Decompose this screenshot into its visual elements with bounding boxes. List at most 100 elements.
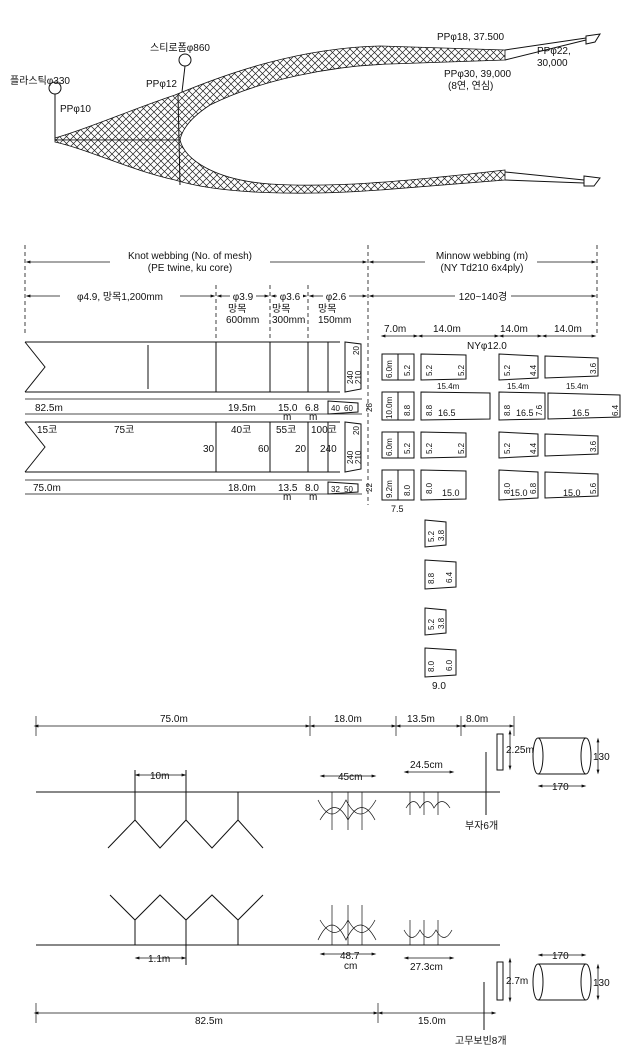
side-27-3cm: 27.3cm xyxy=(410,962,443,973)
r2b-2: 16.5 xyxy=(572,408,590,418)
side-10m: 10m xyxy=(150,771,169,782)
r1-5: 4.4 xyxy=(529,364,538,376)
sp-210-a: 210 xyxy=(354,370,363,384)
towline-lower xyxy=(504,171,585,181)
side-15-0m: 15.0m xyxy=(418,1016,446,1027)
sp-240-a: 240 xyxy=(346,370,355,384)
r4b-2: 15.0 xyxy=(563,488,581,498)
minnow-row-1: 6.0m 5.2 5.2 5.2 5.2 4.4 3.6 xyxy=(381,353,599,381)
r2-1: 8.8 xyxy=(403,404,412,416)
c4-1: 6.0 xyxy=(445,659,454,671)
side-b-170: 170 xyxy=(552,951,569,962)
m-14-c: 14.0m xyxy=(554,324,582,335)
side-1-1m: 1.1m xyxy=(148,954,170,965)
m-14-b: 14.0m xyxy=(500,324,528,335)
side-170: 170 xyxy=(552,782,569,793)
len-18-0: 18.0m xyxy=(228,483,256,494)
net-overview: 플라스틱φ330 PPφ10 스티로폼φ860 PPφ12 PPφ18, 37.… xyxy=(10,32,601,194)
r154-0: 15.4m xyxy=(437,382,460,391)
n-20: 20 xyxy=(295,444,307,455)
seg-phi36: φ3.6 xyxy=(280,292,301,303)
r1-2: 5.2 xyxy=(425,364,434,376)
c3-0: 5.2 xyxy=(427,618,436,630)
r3-6: 3.6 xyxy=(589,440,598,452)
side-75-0: 75.0m xyxy=(160,714,188,725)
m-14-a: 14.0m xyxy=(433,324,461,335)
side-18-0: 18.0m xyxy=(334,714,362,725)
r2-3: 8.8 xyxy=(503,404,512,416)
n-60: 60 xyxy=(258,444,270,455)
len-19-5: 19.5m xyxy=(228,403,256,414)
c1-1: 3.8 xyxy=(437,529,446,541)
r3-1: 5.2 xyxy=(403,442,412,454)
net-plan: Knot webbing (No. of mesh) (PE twine, ku… xyxy=(24,245,621,692)
label-pp30: PPφ30, 39,000 xyxy=(444,69,512,80)
r4-1: 8.0 xyxy=(403,484,412,496)
r2-0: 10.0m xyxy=(385,396,394,419)
side-48-7: 48.7 xyxy=(340,951,360,962)
mesh-300: 300mm xyxy=(272,315,305,326)
label-pp10: PPφ10 xyxy=(60,104,91,115)
r2-5: 6.4 xyxy=(611,404,620,416)
r4b-0: 15.0 xyxy=(442,488,460,498)
r1-4: 5.2 xyxy=(503,364,512,376)
r154-2: 15.4m xyxy=(566,382,589,391)
side-buoy-count: 부자6개 xyxy=(465,820,498,832)
m-7-0: 7.0m xyxy=(384,324,406,335)
unit-m-c: m xyxy=(283,492,291,503)
side-2-25m: 2.25m xyxy=(506,745,534,756)
r3-0: 6.0m xyxy=(385,438,394,456)
r1-3: 5.2 xyxy=(457,364,466,376)
c1-0: 5.2 xyxy=(427,530,436,542)
side-13-5: 13.5m xyxy=(407,714,435,725)
r1-6: 3.6 xyxy=(589,362,598,374)
len-8-0: 8.0 xyxy=(305,483,319,494)
c4b: 9.0 xyxy=(432,681,446,692)
side-8-0: 8.0m xyxy=(466,714,488,725)
mesh-150: 150mm xyxy=(318,315,351,326)
label-pp22: PPφ22, xyxy=(537,46,571,57)
c4-0: 8.0 xyxy=(427,660,436,672)
otter-board-lower xyxy=(583,175,601,187)
r4-5: 5.6 xyxy=(589,482,598,494)
sp-20-b: 20 xyxy=(352,426,361,435)
ko-100: 100코 xyxy=(311,425,337,436)
minnow-row-2: 10.0m 8.8 8.8 8.8 7.6 6.4 16.5 16.5 16.5 xyxy=(381,391,621,421)
minnow-subtitle: (NY Td210 6x4ply) xyxy=(440,263,523,274)
ko-40: 40코 xyxy=(231,425,251,436)
side-48-7-unit: cm xyxy=(344,961,357,972)
r3-5: 4.4 xyxy=(529,442,538,454)
sp-60: 60 xyxy=(344,404,353,413)
sp-28: 28 xyxy=(365,403,374,412)
r2-2: 8.8 xyxy=(425,404,434,416)
unit-m-a: m xyxy=(283,412,291,423)
len-13-5: 13.5 xyxy=(278,483,298,494)
r2b-0: 16.5 xyxy=(438,408,456,418)
label-float-plastic: 플라스틱φ330 xyxy=(10,75,70,87)
float-string-icon xyxy=(496,733,504,771)
rigging-side-view: 75.0m 18.0m 13.5m 8.0m 10m 45cm 24.5cm 2… xyxy=(33,714,610,1047)
r4-3: 8.0 xyxy=(503,482,512,494)
label-pp12: PPφ12 xyxy=(146,79,177,90)
side-b-130: 130 xyxy=(593,978,610,989)
sp-40: 40 xyxy=(331,404,340,413)
sp-240-b: 240 xyxy=(346,450,355,464)
r4-4: 6.8 xyxy=(529,482,538,494)
len-82-5: 82.5m xyxy=(35,403,63,414)
c2-0: 8.8 xyxy=(427,572,436,584)
r1-1: 5.2 xyxy=(403,364,412,376)
unit-m-b: m xyxy=(309,412,317,423)
ny-12-rope: NYφ12.0 xyxy=(467,341,507,352)
seg-phi39: φ3.9 xyxy=(233,292,254,303)
knot-subtitle: (PE twine, ku core) xyxy=(148,263,232,274)
r1-0: 6.0m xyxy=(385,360,394,378)
r4c: 7.5 xyxy=(391,504,404,514)
len-15-0: 15.0 xyxy=(278,403,298,414)
knot-title: Knot webbing (No. of mesh) xyxy=(128,251,252,262)
r2b-1: 16.5 xyxy=(516,408,534,418)
ko-55: 55코 xyxy=(276,425,296,436)
minnow-row-4: 9.2m 8.0 8.0 8.0 6.8 5.6 15.0 15.0 15.0 … xyxy=(381,469,599,514)
side-24-5cm: 24.5cm xyxy=(410,760,443,771)
r2-4: 7.6 xyxy=(535,404,544,416)
ko-15: 15코 xyxy=(37,425,57,436)
